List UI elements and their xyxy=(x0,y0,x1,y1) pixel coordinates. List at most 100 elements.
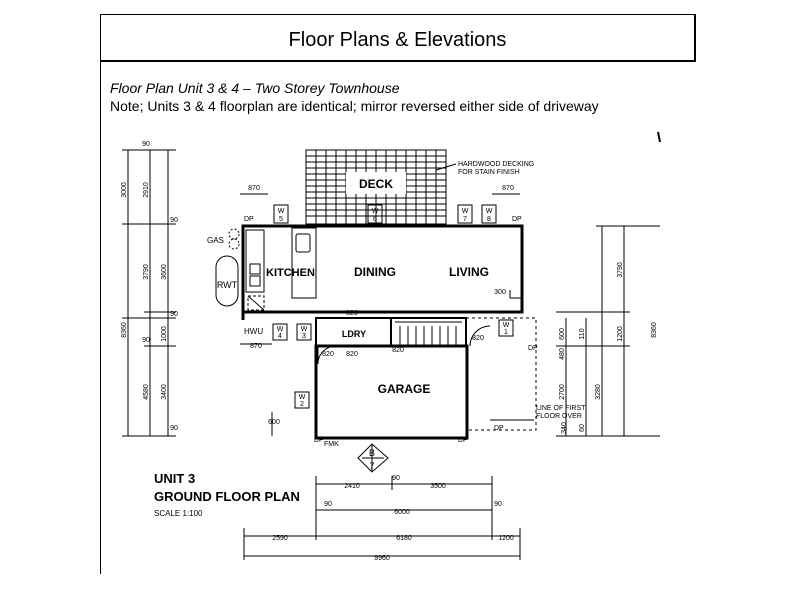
section-letter: B xyxy=(369,448,375,458)
dim-820: 820 xyxy=(472,335,484,342)
window-w4-number: 4 xyxy=(278,333,282,340)
section-marker xyxy=(357,443,389,473)
dp-label: DP xyxy=(314,437,324,444)
rwt-label: RWT xyxy=(217,280,238,290)
page-title: Floor Plans & Elevations xyxy=(288,29,507,51)
dim-870: 870 xyxy=(502,185,514,192)
window-tags xyxy=(272,204,514,409)
dim-820: 820 xyxy=(392,347,404,354)
page-border xyxy=(100,14,697,574)
dim-6000: 6000 xyxy=(394,509,410,516)
dim-600: 600 xyxy=(559,328,566,340)
first-floor-outline xyxy=(465,317,537,431)
dim-1200: 1200 xyxy=(498,535,514,542)
dim-3400: 3400 xyxy=(161,384,168,400)
dp-label: DP xyxy=(512,216,522,223)
window-w5-number: 5 xyxy=(279,216,283,223)
dim-340: 340 xyxy=(561,422,568,434)
left-dimensions xyxy=(122,149,176,437)
dim-480: 480 xyxy=(559,348,566,360)
kitchen-island xyxy=(291,227,317,299)
window-w2-number: 2 xyxy=(300,401,304,408)
dim-4580: 4580 xyxy=(143,384,150,400)
window-w4: W xyxy=(277,326,284,333)
room-label-kitchen: KITCHEN xyxy=(266,267,315,279)
dim-3280: 3280 xyxy=(595,384,602,400)
dim-820: 820 xyxy=(322,351,334,358)
dim-3600: 3600 xyxy=(161,264,168,280)
plan-name: GROUND FLOOR PLAN xyxy=(154,489,300,504)
right-dimensions xyxy=(556,225,660,437)
dim-2910: 2910 xyxy=(143,182,150,198)
dim-90: 90 xyxy=(142,337,150,344)
dim-600: 600 xyxy=(268,419,280,426)
dim-1000: 1000 xyxy=(161,326,168,342)
window-w3: W xyxy=(301,326,308,333)
dp-label: DP xyxy=(528,345,538,352)
dim-90: 90 xyxy=(494,501,502,508)
decking-note-2: FOR STAIN FINISH xyxy=(458,169,520,176)
first-floor-note-2: FLOOR OVER xyxy=(536,413,582,420)
dim-90: 90 xyxy=(170,425,178,432)
kitchen-bench xyxy=(245,229,265,293)
first-floor-note: LINE OF FIRST xyxy=(536,405,586,412)
dim-870: 870 xyxy=(250,343,262,350)
plan-subtitle: Floor Plan Unit 3 & 4 – Two Storey Townh… xyxy=(110,80,400,96)
window-w7: W xyxy=(462,208,469,215)
dim-90: 90 xyxy=(170,217,178,224)
dim-60: 60 xyxy=(579,424,586,432)
room-label-garage: GARAGE xyxy=(378,382,431,396)
corner-mark xyxy=(657,131,661,143)
plan-note: Note; Units 3 & 4 floorplan are identica… xyxy=(110,98,599,114)
gas-label: GAS xyxy=(207,236,224,245)
decking-note: HARDWOOD DECKING xyxy=(458,161,534,168)
hwu-label: HWU xyxy=(244,327,263,336)
dim-110: 110 xyxy=(579,328,586,339)
window-w5: W xyxy=(278,208,285,215)
window-w1: W xyxy=(503,322,510,329)
bottom-dimensions xyxy=(243,476,521,560)
window-w7-number: 7 xyxy=(463,216,467,223)
deck-hatching xyxy=(305,149,447,225)
dim-90: 90 xyxy=(324,501,332,508)
stairs xyxy=(395,321,462,346)
window-w8-number: 8 xyxy=(487,216,491,223)
dim-3790: 3790 xyxy=(143,264,150,280)
title-box: Floor Plans & Elevations xyxy=(100,14,696,62)
dim-90: 90 xyxy=(392,475,400,482)
dim-8360: 8360 xyxy=(121,322,128,338)
window-w1-number: 1 xyxy=(504,329,508,336)
unit-label: UNIT 3 xyxy=(154,471,195,486)
room-label-dining: DINING xyxy=(354,265,396,279)
dim-3500: 3500 xyxy=(430,483,446,490)
dim-2590: 2590 xyxy=(272,535,288,542)
window-w3-number: 3 xyxy=(302,333,306,340)
dim-870: 870 xyxy=(248,185,260,192)
dim-820: 820 xyxy=(346,351,358,358)
dim-2410: 2410 xyxy=(344,483,360,490)
window-w8: W xyxy=(486,208,493,215)
dp-label: DP xyxy=(458,437,468,444)
room-label-ldry: LDRY xyxy=(342,329,366,339)
plan-scale: SCALE 1:100 xyxy=(154,509,203,518)
room-label-deck: DECK xyxy=(359,177,393,191)
fmk-label: FMK xyxy=(324,441,339,448)
dim-90: 90 xyxy=(170,311,178,318)
dim-300: 300 xyxy=(494,289,506,296)
dim-820: 820 xyxy=(346,310,358,317)
section-sheet: 7 xyxy=(369,461,374,471)
dim-90: 90 xyxy=(142,141,150,148)
dim-8360: 8360 xyxy=(651,322,658,338)
dim-3790: 3790 xyxy=(617,262,624,278)
dim-2700: 2700 xyxy=(559,384,566,400)
dim-9960: 9960 xyxy=(374,555,390,562)
window-w2: W xyxy=(299,394,306,401)
window-w6: W xyxy=(372,208,379,215)
dim-3000: 3000 xyxy=(121,182,128,198)
dim-6180: 6180 xyxy=(396,535,412,542)
window-w6-number: 6 xyxy=(373,216,377,223)
rwt-tank xyxy=(215,255,239,307)
main-walls xyxy=(241,224,524,440)
dp-label: DP xyxy=(244,216,254,223)
